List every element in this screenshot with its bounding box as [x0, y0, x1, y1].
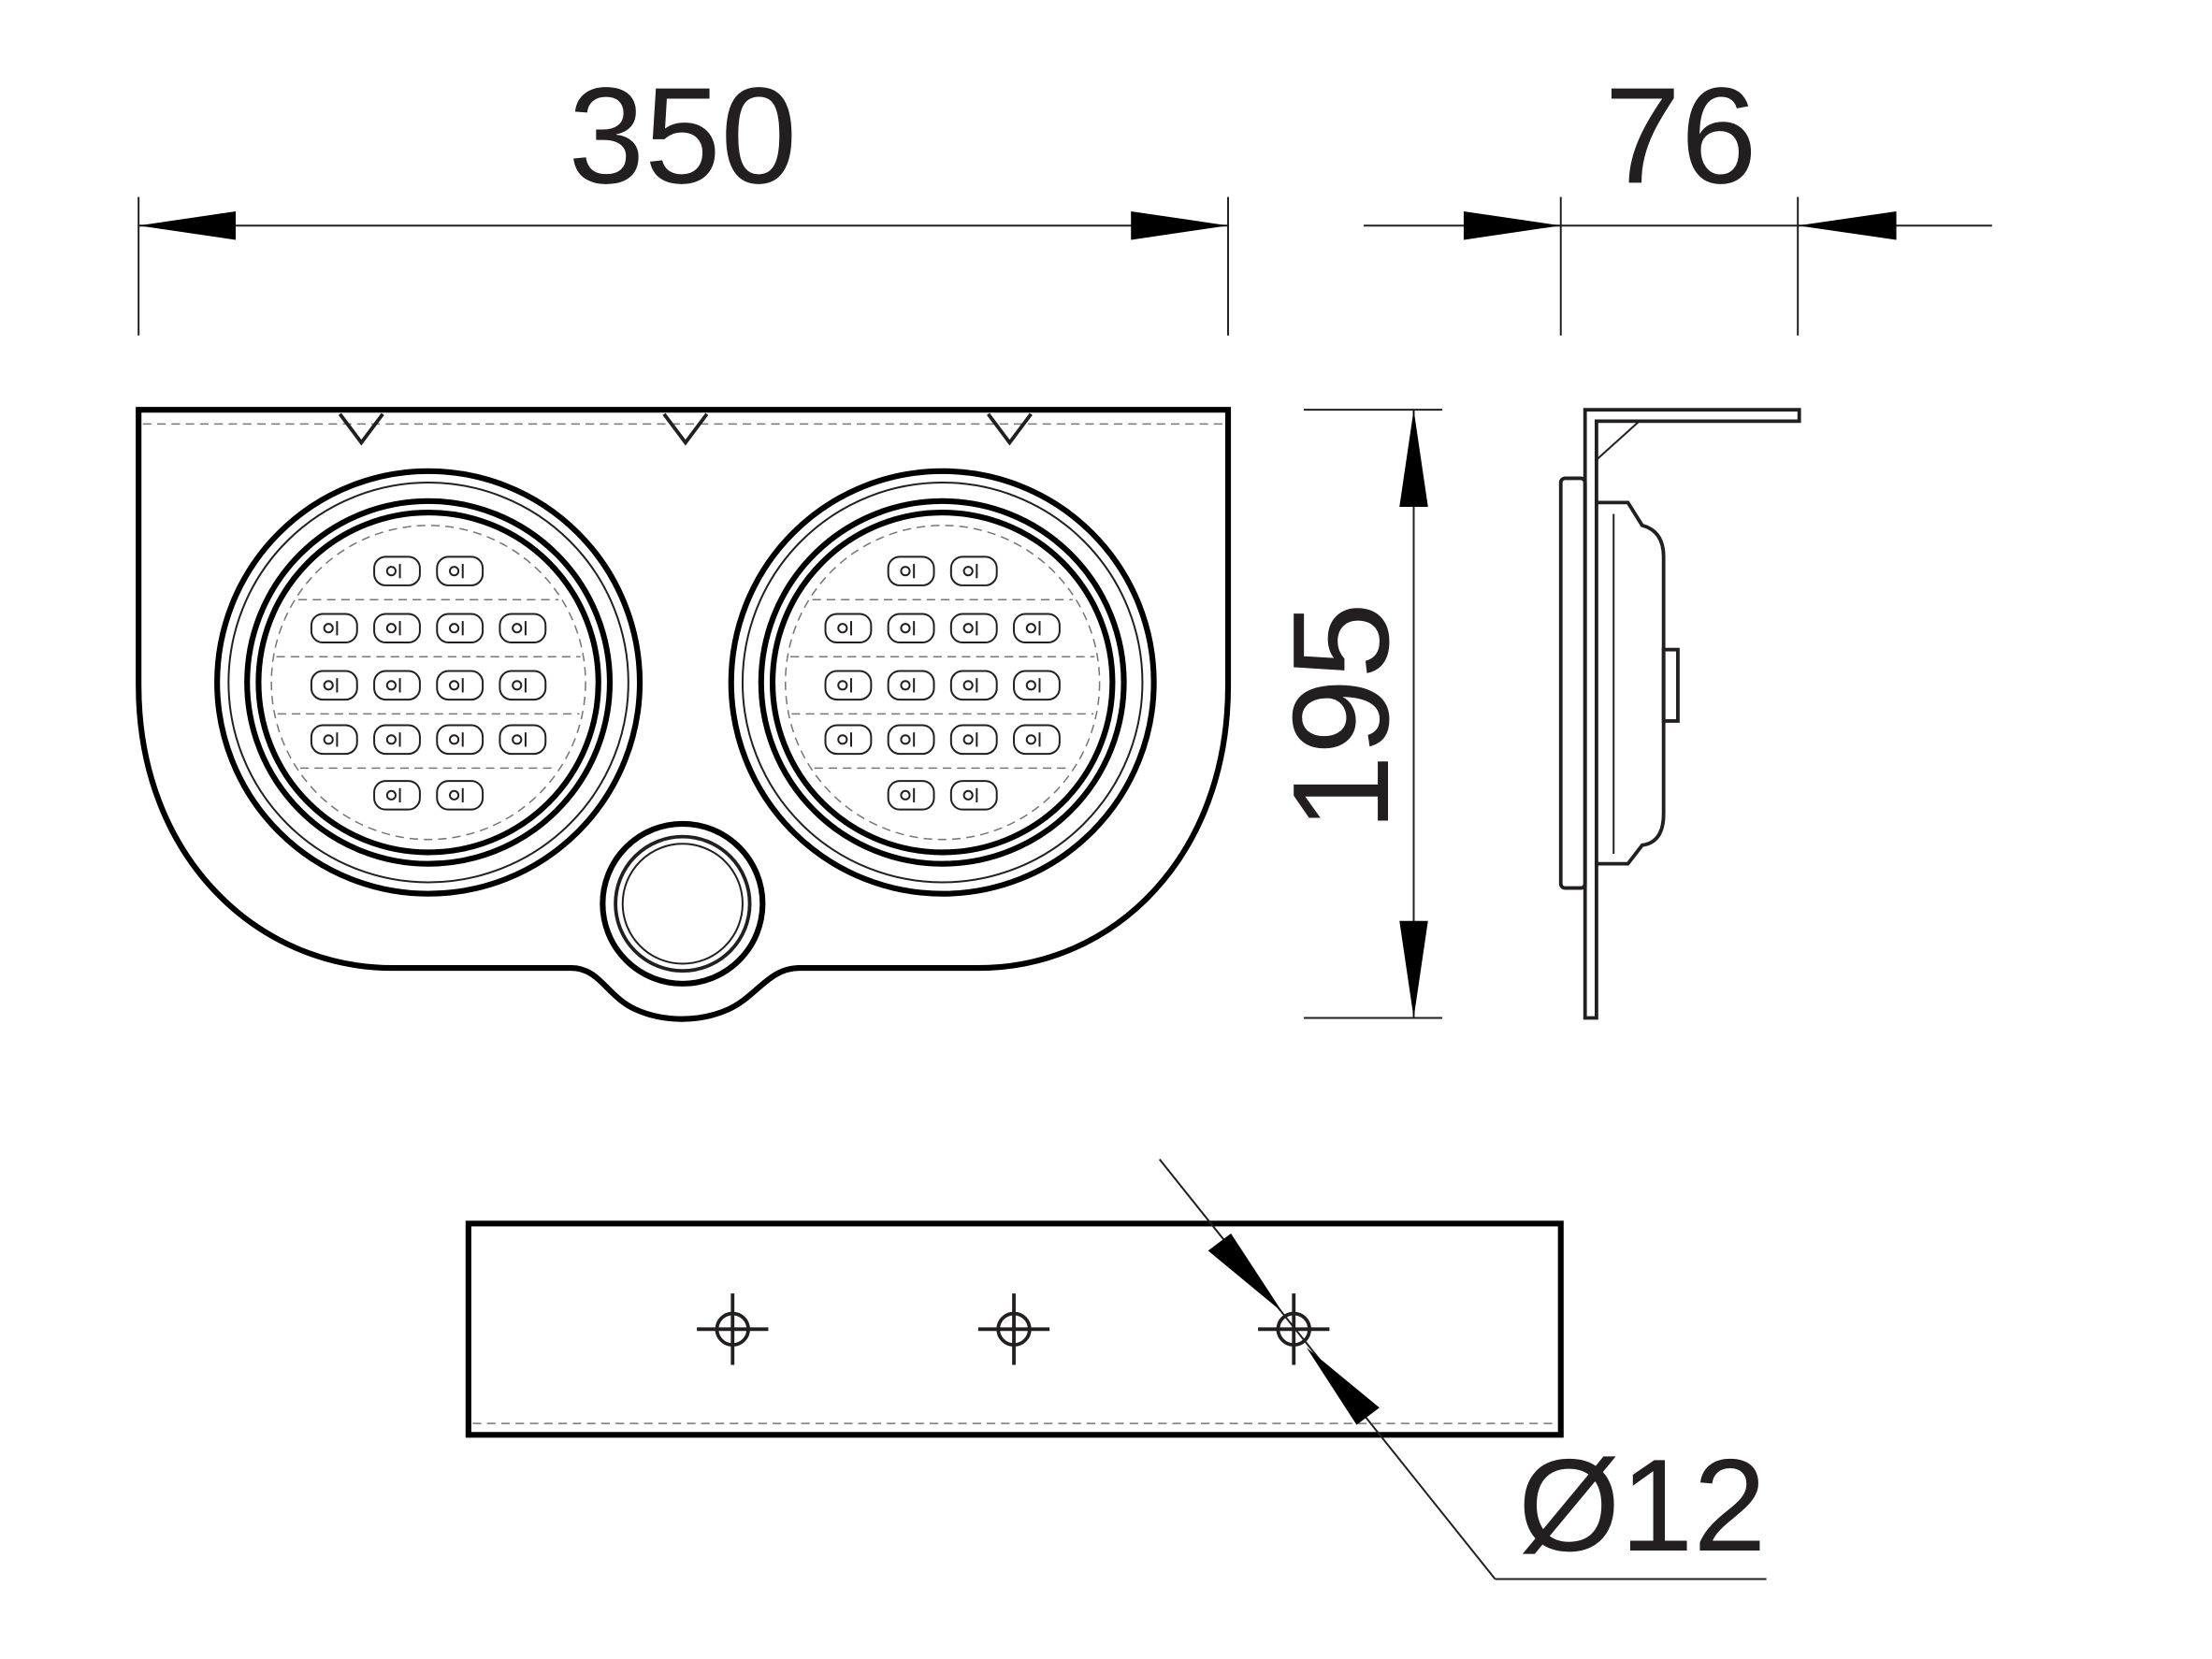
side-view: [1558, 408, 1801, 1020]
led: [1013, 670, 1061, 701]
led: [373, 555, 421, 586]
led: [824, 724, 873, 756]
led: [436, 613, 484, 643]
led: [949, 780, 998, 811]
lamp-right: [728, 468, 1157, 897]
led: [887, 670, 935, 701]
led: [310, 724, 358, 756]
led: [373, 724, 421, 756]
led: [310, 613, 358, 643]
led: [949, 555, 998, 586]
dimension-depth: 76: [1364, 59, 1992, 336]
led: [373, 613, 421, 643]
led: [436, 724, 484, 756]
led: [436, 670, 484, 701]
mounting-hole: [977, 1293, 1050, 1365]
width-label: 350: [569, 59, 798, 212]
front-view: [136, 407, 1232, 1022]
led: [499, 670, 547, 701]
led: [499, 724, 547, 756]
dimension-width: 350: [137, 59, 1230, 336]
led: [499, 613, 547, 643]
mounting-hole: [697, 1293, 769, 1365]
hole-diameter-label: Ø12: [1518, 1432, 1766, 1579]
led: [1013, 613, 1061, 643]
led: [949, 724, 998, 756]
height-label: 195: [1265, 602, 1418, 831]
led: [949, 670, 998, 701]
led: [373, 780, 421, 811]
bottom-view: [465, 1220, 1564, 1438]
dimension-hole: Ø12: [1158, 1159, 1767, 1580]
led: [949, 613, 998, 643]
led: [1013, 724, 1061, 756]
led: [824, 670, 873, 701]
mounting-hole: [1258, 1293, 1330, 1365]
lamp-left: [214, 468, 643, 897]
center-lamp: [600, 820, 766, 987]
led: [436, 780, 484, 811]
led: [824, 613, 873, 643]
led: [373, 670, 421, 701]
depth-label: 76: [1604, 59, 1757, 212]
led: [887, 724, 935, 756]
led: [887, 613, 935, 643]
led: [436, 555, 484, 586]
led: [887, 780, 935, 811]
dimension-height: 195: [1265, 409, 1443, 1019]
led: [887, 555, 935, 586]
led: [310, 670, 358, 701]
